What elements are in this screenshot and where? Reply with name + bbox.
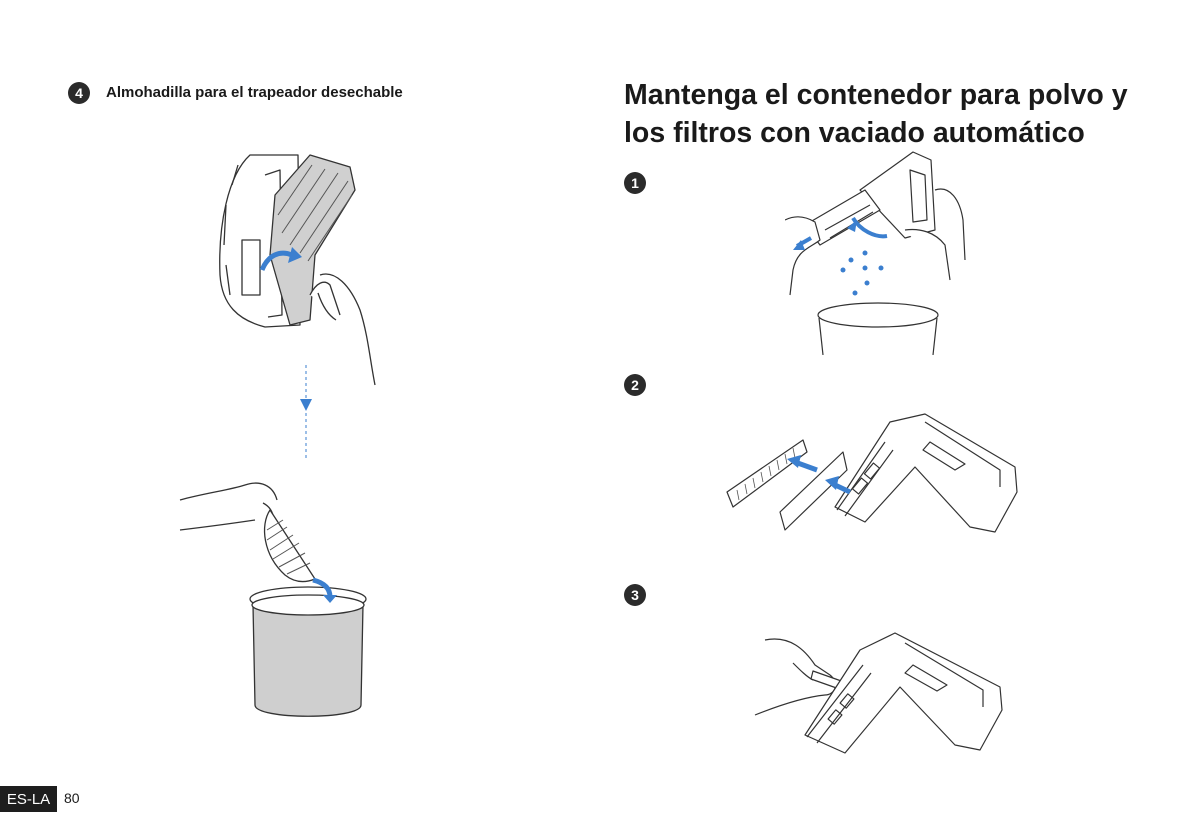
step-badge-2: 2 (624, 374, 646, 396)
brush-filter-illustration (735, 625, 1010, 755)
step-badge-4: 4 (68, 82, 90, 104)
pad-disposal-illustration (175, 475, 375, 725)
mop-pad-removal-illustration (190, 145, 390, 395)
step-badge-1: 1 (624, 172, 646, 194)
language-tag: ES-LA (0, 786, 57, 812)
step-badge-3: 3 (624, 584, 646, 606)
section-title-mop-pad: Almohadilla para el trapeador desechable (106, 84, 403, 101)
page-number: 80 (64, 790, 80, 806)
main-heading: Mantenga el contenedor para polvo y los … (624, 76, 1164, 152)
remove-filters-illustration (725, 412, 1040, 542)
empty-dustbin-illustration (785, 150, 970, 355)
dashed-arrow-down (296, 365, 316, 465)
